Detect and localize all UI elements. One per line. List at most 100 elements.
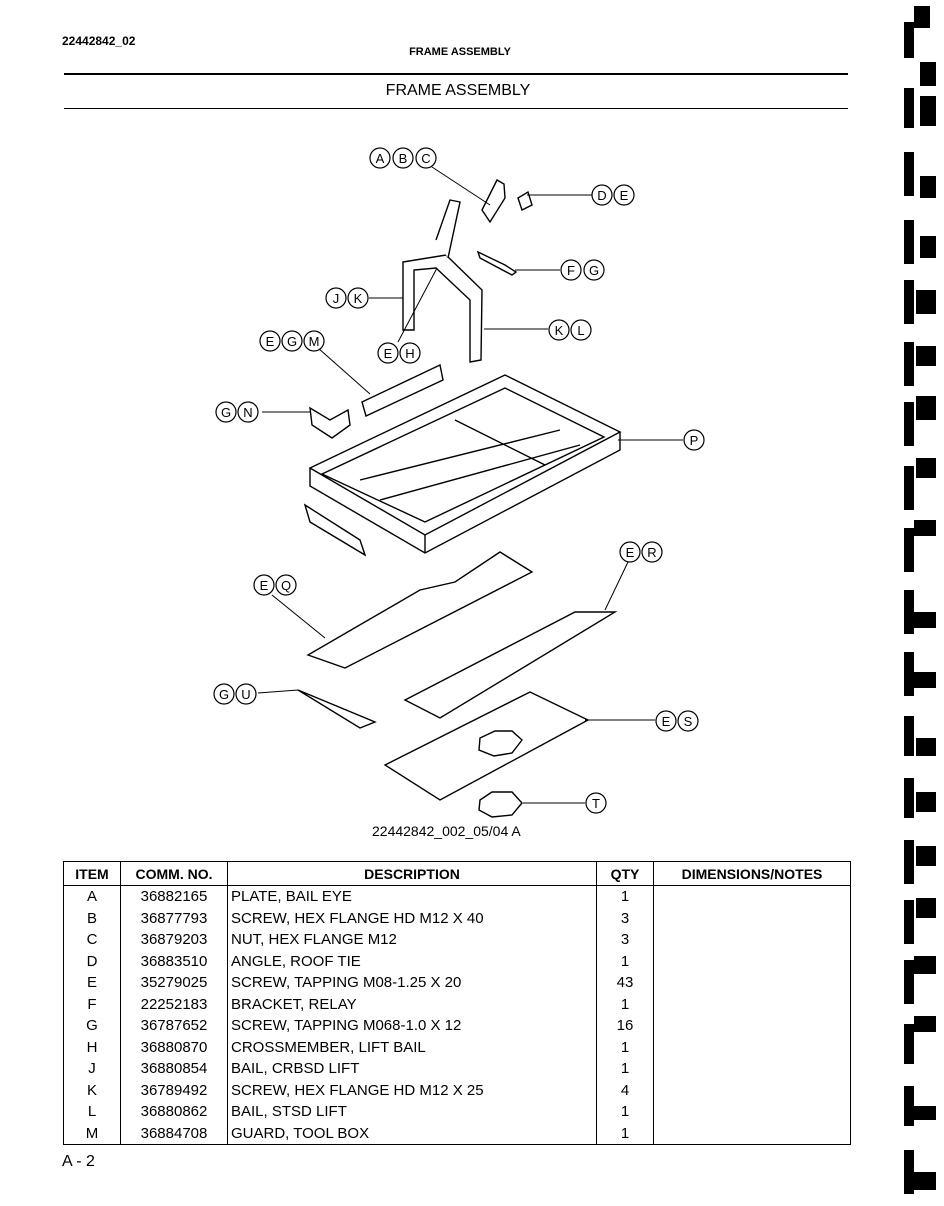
callout-letter: C [421,151,430,166]
cell-comm-no: 36787652 [120,1015,228,1037]
cell-qty: 3 [596,929,654,951]
cell-description: ANGLE, ROOF TIE [227,950,597,972]
cell-item: C [63,929,121,951]
cell-notes [653,885,851,908]
cell-description: SCREW, HEX FLANGE HD M12 X 40 [227,907,597,929]
cell-item: M [63,1122,121,1145]
cell-qty: 16 [596,1015,654,1037]
cell-comm-no: 36883510 [120,950,228,972]
callout-letter: H [405,346,414,361]
callout-letter: G [287,334,297,349]
callout-p: P [683,429,705,451]
cell-description: BAIL, STSD LIFT [227,1101,597,1123]
cell-comm-no: 36789492 [120,1079,228,1101]
tool-box-guard [361,363,444,417]
bracket-n [309,406,351,439]
callout-t: T [585,792,607,814]
callout-kl: K L [548,319,592,341]
cell-qty: 4 [596,1079,654,1101]
cell-comm-no: 36879203 [120,929,228,951]
col-header-description: DESCRIPTION [227,861,597,886]
cell-comm-no: 36884708 [120,1122,228,1145]
cell-qty: 1 [596,1036,654,1058]
binding-holes-strip [904,6,936,1194]
cell-qty: 1 [596,1058,654,1080]
cell-item: J [63,1058,121,1080]
cell-item: A [63,885,121,908]
deflector-u [297,689,377,729]
cell-comm-no: 36882165 [120,885,228,908]
callout-er: E R [619,541,663,563]
cell-item: E [63,972,121,994]
cell-item: F [63,993,121,1015]
cell-description: BRACKET, RELAY [227,993,597,1015]
grommet-t [478,791,523,818]
cell-notes [653,1058,851,1080]
cell-notes [653,972,851,994]
cell-comm-no: 36880854 [120,1058,228,1080]
header-title: FRAME ASSEMBLY [409,46,511,58]
callout-letter: E [626,545,635,560]
cell-item: B [63,907,121,929]
bail-upright [435,199,461,259]
col-header-item: ITEM [63,861,121,886]
callout-letter: A [376,151,385,166]
cell-qty: 1 [596,1122,654,1145]
cell-notes [653,1015,851,1037]
cell-item: H [63,1036,121,1058]
cell-description: PLATE, BAIL EYE [227,885,597,908]
callout-letter: D [597,188,606,203]
col-header-notes: DIMENSIONS/NOTES [653,861,851,886]
callout-letter: E [620,188,629,203]
cell-notes [653,993,851,1015]
cell-qty: 1 [596,993,654,1015]
callout-letter: K [354,291,363,306]
bottom-plate-s [383,691,590,801]
callout-gn: G N [215,401,259,423]
callout-egm: E G M [259,330,325,352]
callout-letter: N [243,405,252,420]
col-header-qty: QTY [596,861,654,886]
cell-description: BAIL, CRBSD LIFT [227,1058,597,1080]
lift-bail [402,254,483,363]
exploded-parts-diagram: A B C D E F G J K K L E G M [213,147,705,818]
cell-comm-no: 35279025 [120,972,228,994]
figure-id: 22442842_002_05/04 A [372,823,521,839]
cell-notes [653,1079,851,1101]
callout-letter: G [219,687,229,702]
page-number: A - 2 [62,1153,95,1170]
cell-notes [653,907,851,929]
cell-description: SCREW, TAPPING M08-1.25 X 20 [227,972,597,994]
floor-panel-r [403,611,618,719]
callout-de: D E [591,184,635,206]
cell-comm-no: 36877793 [120,907,228,929]
cell-item: L [63,1101,121,1123]
cell-qty: 1 [596,950,654,972]
relay-bracket [476,250,518,276]
callout-es: E S [655,710,699,732]
callout-letter: E [384,346,393,361]
callout-letter: L [577,323,584,338]
roof-tie-angle [517,190,533,211]
callout-fg: F G [560,259,605,281]
cell-item: D [63,950,121,972]
callout-eh: E H [377,342,421,364]
main-frame [303,374,622,557]
callout-letter: M [309,334,320,349]
cell-notes [653,1122,851,1145]
cell-notes [653,950,851,972]
callout-letter: U [241,687,250,702]
bail-eye-plate [481,179,506,224]
callout-letter: P [690,433,699,448]
header-rule [64,73,848,75]
cell-description: GUARD, TOOL BOX [227,1122,597,1145]
callout-letter: K [555,323,564,338]
cell-description: NUT, HEX FLANGE M12 [227,929,597,951]
callout-eq: E Q [253,574,297,596]
